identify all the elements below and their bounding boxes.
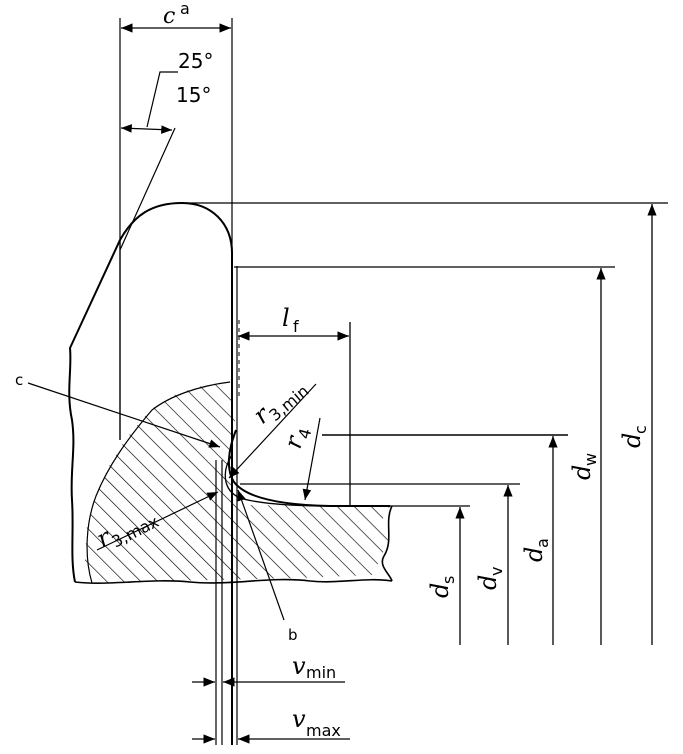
dv-sub: v <box>487 567 506 576</box>
da-label: d <box>520 547 548 562</box>
section-boundary <box>86 381 231 584</box>
dc-label-group: d c <box>618 425 650 448</box>
angle-line <box>119 127 176 251</box>
note-b-label: b <box>288 626 298 644</box>
dc-label: d <box>618 433 646 448</box>
break-line-right <box>381 505 393 582</box>
r3min-leader <box>228 383 317 479</box>
c-label: c <box>163 4 175 29</box>
ds-sub: s <box>439 576 458 584</box>
break-line-bottom <box>74 578 393 584</box>
r4-sub: 4 <box>294 426 315 441</box>
note-b-leader <box>237 489 285 621</box>
dv-label-group: d v <box>474 567 506 590</box>
angle-25: 25° <box>178 49 213 73</box>
angle-dim <box>120 124 173 134</box>
vmin-label: v <box>292 652 306 680</box>
r3max-leader <box>96 491 219 551</box>
dw-sub: w <box>581 453 600 466</box>
ds-label-group: d s <box>426 576 458 598</box>
vmax-label: v <box>292 705 306 733</box>
dw-label: d <box>568 465 596 480</box>
dc-sub: c <box>631 425 650 434</box>
angle-15: 15° <box>176 83 211 107</box>
vmax-sub: max <box>306 721 341 740</box>
lf-sub: f <box>293 317 299 336</box>
fillet-curve <box>228 429 390 507</box>
head-outline <box>68 201 234 583</box>
lf-label: l <box>282 304 290 332</box>
note-c-label: c <box>15 371 23 389</box>
ds-label: d <box>426 583 454 598</box>
r4-leader <box>302 417 321 501</box>
r4-label-group: r 4 <box>279 426 316 451</box>
vmin-sub: min <box>306 663 336 682</box>
angle-leader <box>146 71 178 128</box>
da-sub: a <box>533 538 552 548</box>
dw-label-group: d w <box>568 453 600 480</box>
dv-label: d <box>474 575 502 590</box>
c-superscript: a <box>180 0 190 18</box>
note-c-leader <box>27 382 221 448</box>
hatched-section <box>85 382 390 583</box>
r3min-sub: 3,min <box>265 381 312 425</box>
da-label-group: d a <box>520 538 552 562</box>
